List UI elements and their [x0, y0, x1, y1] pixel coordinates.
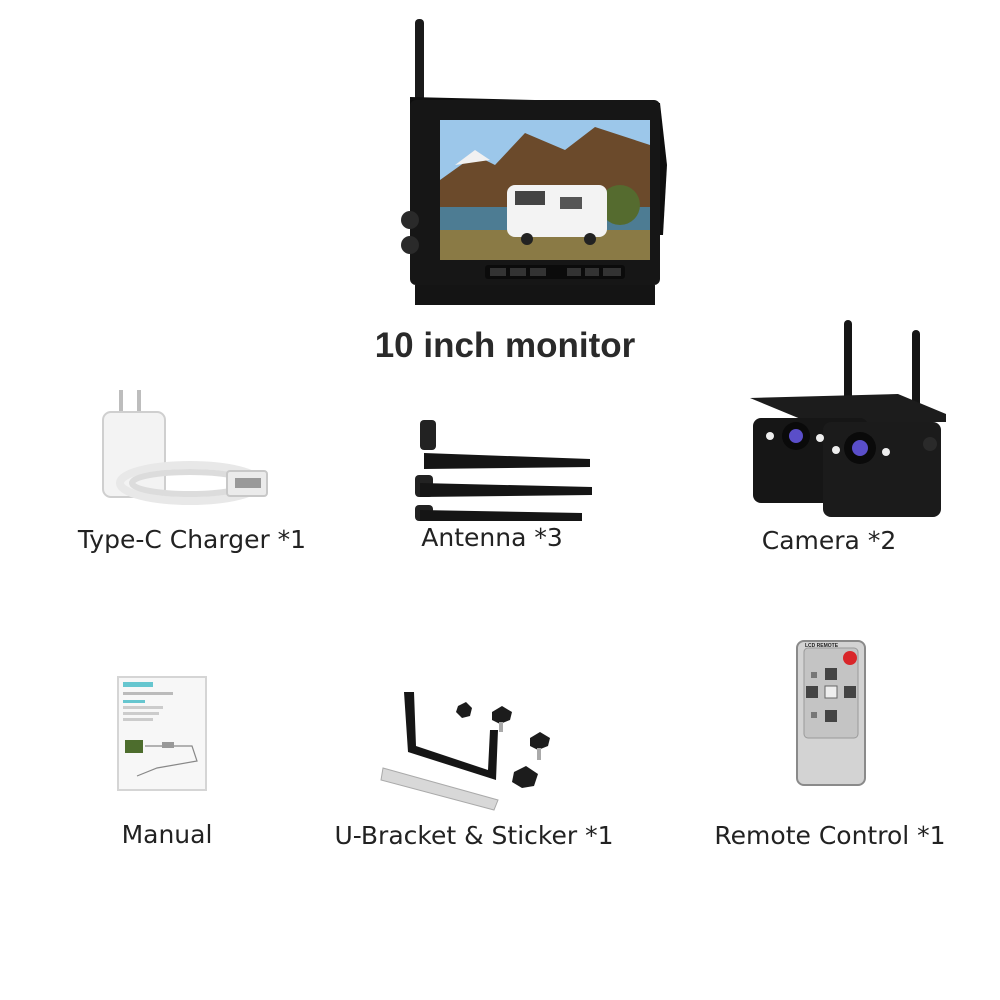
remote-label: Remote Control *1 [714, 821, 946, 850]
bracket-label: U-Bracket & Sticker *1 [334, 821, 614, 850]
manual-image [117, 676, 207, 791]
remote-header: LCD REMOTE [805, 643, 839, 649]
charger-image [95, 388, 275, 513]
antenna-image [410, 415, 600, 525]
antenna-label: Antenna *3 [421, 523, 563, 552]
manual-label: Manual [121, 820, 213, 849]
camera-image [748, 318, 948, 523]
remote-image: LCD REMOTE [796, 640, 866, 786]
monitor-image [395, 15, 675, 315]
bracket-image [378, 688, 568, 818]
monitor-title: 10 inch monitor [374, 326, 636, 365]
charger-label: Type-C Charger *1 [77, 525, 307, 554]
camera-label: Camera *2 [761, 526, 897, 555]
